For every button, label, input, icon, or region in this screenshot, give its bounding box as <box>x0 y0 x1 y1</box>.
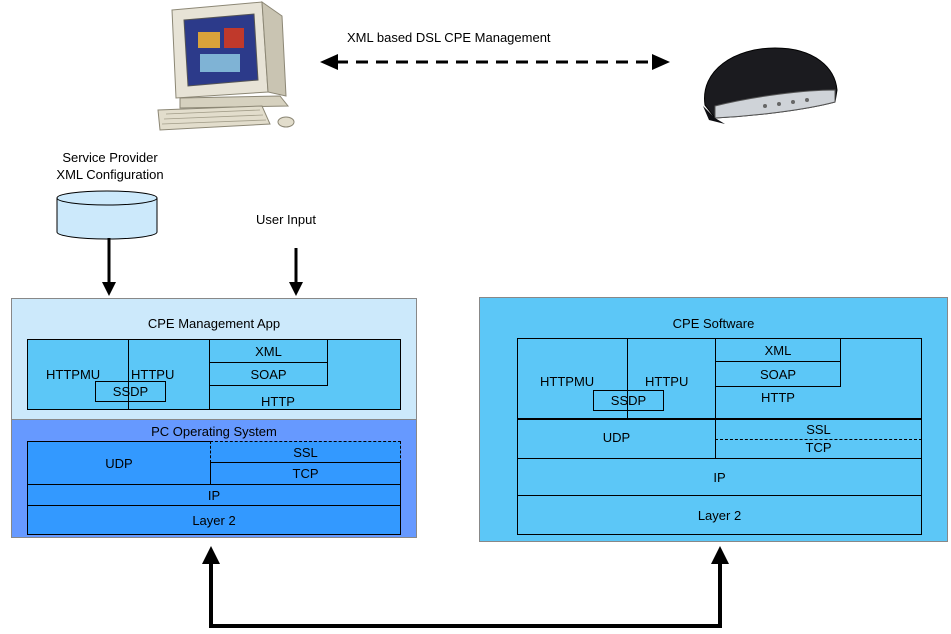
right-soap-box: SOAP <box>715 361 841 387</box>
service-provider-label: Service Provider <box>62 150 158 165</box>
database-icon <box>56 190 158 240</box>
left-http-label: HTTP <box>261 394 295 409</box>
left-tcp-box: TCP <box>210 462 401 485</box>
left-httpmu-httpu-divider <box>128 339 129 410</box>
left-ssl-box: SSL <box>210 441 401 463</box>
left-udp-box: UDP <box>27 441 211 485</box>
left-ssdp-box: SSDP <box>95 381 166 402</box>
left-ip-box: IP <box>27 484 401 506</box>
right-httpmu-httpu-divider <box>627 338 628 419</box>
right-httpmu-label: HTTPMU <box>540 374 595 389</box>
left-xml-box: XML <box>209 339 328 363</box>
right-xml-box: XML <box>715 338 841 362</box>
config-down-arrow <box>102 238 116 296</box>
right-http-label: HTTP <box>761 390 795 405</box>
cpe-software-title: CPE Software <box>672 316 755 331</box>
left-layer2-box: Layer 2 <box>27 505 401 535</box>
right-ip-box: IP <box>517 458 922 496</box>
left-httpmu-label: HTTPMU <box>46 367 101 382</box>
right-ssdp-box: SSDP <box>593 390 664 411</box>
left-httpu-label: HTTPU <box>131 367 175 382</box>
user-input-down-arrow <box>289 248 303 296</box>
user-input-label: User Input <box>256 212 316 227</box>
xml-configuration-label: XML Configuration <box>56 167 164 182</box>
computer-icon <box>157 0 295 131</box>
layer2-connection-arrow <box>202 546 729 628</box>
right-udp-label: UDP <box>602 430 631 445</box>
right-ssl-box: SSL <box>715 418 922 440</box>
left-soap-box: SOAP <box>209 362 328 386</box>
management-link-label: XML based DSL CPE Management <box>347 30 551 45</box>
right-layer2-box: Layer 2 <box>517 495 922 535</box>
right-httpu-label: HTTPU <box>645 374 689 389</box>
pc-operating-system-title: PC Operating System <box>151 424 277 439</box>
right-tcp-label: TCP <box>805 440 832 455</box>
cpe-management-app-title: CPE Management App <box>147 316 281 331</box>
management-link-arrow <box>320 54 670 70</box>
dsl-modem-icon <box>703 47 838 124</box>
